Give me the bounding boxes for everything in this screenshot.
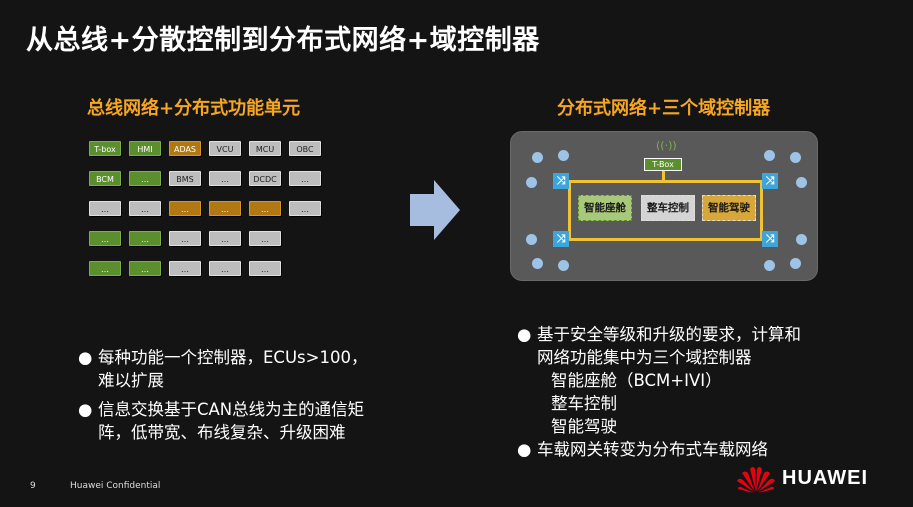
sub-item: 智能驾驶	[551, 417, 617, 436]
slide-title: 从总线+分散控制到分布式网络+域控制器	[26, 25, 540, 56]
ecu-chip: …	[169, 201, 201, 216]
ecu-chip: …	[89, 201, 121, 216]
bullet-item: ● 基于安全等级和升级的要求，计算和 网络功能集中为三个域控制器	[517, 325, 801, 367]
node	[796, 177, 807, 188]
left-bullets: ● 每种功能一个控制器，ECUs>100， 难以扩展 ● 信息交换基于CAN总线…	[78, 346, 418, 444]
ecu-chip: …	[169, 231, 201, 246]
node	[796, 234, 807, 245]
domain-cockpit: 智能座舱	[578, 195, 632, 221]
ecu-chip: …	[209, 171, 241, 186]
node	[790, 258, 801, 269]
bus-line-right	[760, 180, 763, 241]
domain-smart-drive: 智能驾驶	[702, 195, 756, 221]
ecu-chip	[289, 231, 321, 246]
ecu-chip: …	[209, 261, 241, 276]
node	[764, 150, 775, 161]
tbox-node: T-Box	[644, 158, 682, 171]
right-arrow-icon	[410, 180, 460, 240]
bullet-item: ● 每种功能一个控制器，ECUs>100， 难以扩展	[78, 348, 368, 390]
node	[526, 177, 537, 188]
huawei-logo-icon	[737, 467, 775, 493]
ecu-chip: VCU	[209, 141, 241, 156]
ecu-chip: …	[209, 201, 241, 216]
network-switch-icon: ⤨	[762, 231, 778, 247]
ecu-row: … … … … … …	[89, 201, 329, 216]
brand-wordmark: HUAWEI	[782, 466, 868, 489]
ecu-row: T-box HMI ADAS VCU MCU OBC	[89, 141, 329, 156]
node	[532, 152, 543, 163]
network-switch-icon: ⤨	[553, 231, 569, 247]
ecu-chip: MCU	[249, 141, 281, 156]
network-switch-icon: ⤨	[762, 173, 778, 189]
ecu-chip: …	[129, 171, 161, 186]
ecu-chip: …	[89, 261, 121, 276]
ecu-chip: …	[209, 231, 241, 246]
bus-line-left	[568, 180, 571, 241]
ecu-chip: …	[249, 231, 281, 246]
left-heading: 总线网络+分布式功能单元	[87, 98, 301, 119]
ecu-chip: …	[289, 171, 321, 186]
ecu-chip: BCM	[89, 171, 121, 186]
ecu-chip: …	[129, 261, 161, 276]
ecu-row: BCM … BMS … DCDC …	[89, 171, 329, 186]
bullet-item: ● 信息交换基于CAN总线为主的通信矩 阵，低带宽、布线复杂、升级困难	[78, 400, 365, 442]
node	[764, 260, 775, 271]
right-bullets: ● 基于安全等级和升级的要求，计算和 网络功能集中为三个域控制器 智能座舱（BC…	[517, 323, 857, 461]
ecu-chip: …	[249, 201, 281, 216]
ecu-chip: …	[129, 201, 161, 216]
sub-item: 整车控制	[551, 394, 617, 413]
ecu-chip: …	[129, 231, 161, 246]
ecu-chip: ADAS	[169, 141, 201, 156]
node	[790, 152, 801, 163]
ecu-chip: …	[169, 261, 201, 276]
ecu-chip: BMS	[169, 171, 201, 186]
bullet-item: ● 车载网关转变为分布式车载网络	[517, 440, 768, 459]
ecu-chip: …	[89, 231, 121, 246]
network-switch-icon: ⤨	[553, 173, 569, 189]
ecu-row: … … … … …	[89, 261, 329, 276]
ecu-chip: T-box	[89, 141, 121, 156]
ecu-chip: …	[289, 201, 321, 216]
ecu-chip: OBC	[289, 141, 321, 156]
node	[532, 258, 543, 269]
bus-line-tbox	[662, 171, 665, 181]
node	[558, 260, 569, 271]
wifi-icon: ((·))	[656, 139, 677, 152]
ecu-chip: DCDC	[249, 171, 281, 186]
node	[526, 234, 537, 245]
confidential-label: Huawei Confidential	[70, 481, 161, 491]
right-heading: 分布式网络+三个域控制器	[557, 98, 771, 119]
domain-vehicle-control: 整车控制	[641, 195, 695, 221]
bus-line-top	[568, 180, 762, 183]
ecu-chip: …	[249, 261, 281, 276]
bus-line-bottom	[568, 238, 762, 241]
brand: HUAWEI	[736, 463, 868, 493]
sub-item: 智能座舱（BCM+IVI）	[551, 371, 722, 390]
ecu-row: … … … … …	[89, 231, 329, 246]
node	[558, 150, 569, 161]
ecu-chip	[289, 261, 321, 276]
page-number: 9	[30, 481, 36, 491]
ecu-chip: HMI	[129, 141, 161, 156]
